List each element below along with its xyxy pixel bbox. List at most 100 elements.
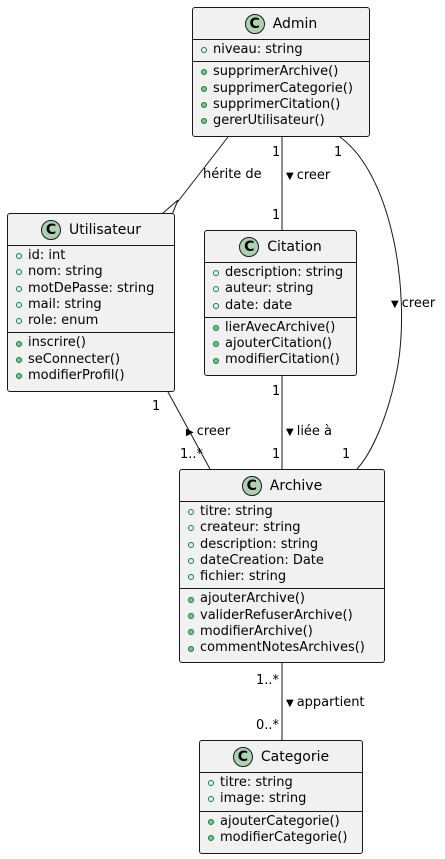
attribute: titre: string bbox=[180, 504, 384, 520]
class-utilisateur[interactable]: C Utilisateur id: int nom: string motDeP… bbox=[7, 213, 175, 392]
public-method-icon bbox=[188, 612, 194, 619]
operation: ajouterArchive() bbox=[180, 591, 384, 607]
direction-arrow-icon: ▶ bbox=[186, 427, 194, 438]
public-field-icon bbox=[213, 270, 219, 277]
operations-section: lierAvecArchive() ajouterCitation() modi… bbox=[205, 316, 356, 372]
class-header: C Categorie bbox=[200, 741, 362, 773]
edge-inherit bbox=[175, 136, 229, 205]
public-method-icon bbox=[188, 629, 194, 636]
public-field-icon bbox=[213, 302, 219, 309]
class-name: Citation bbox=[267, 238, 322, 255]
operation: ajouterCategorie() bbox=[200, 814, 362, 830]
label-admin-citation: ▼creer bbox=[286, 168, 331, 183]
class-name: Archive bbox=[269, 477, 323, 494]
class-header: C Archive bbox=[180, 470, 384, 502]
class-header: C Admin bbox=[193, 8, 369, 40]
mult-admin-citation-from: 1 bbox=[272, 145, 281, 160]
mult-admin-citation-to: 1 bbox=[272, 208, 281, 223]
class-header: C Utilisateur bbox=[8, 214, 174, 246]
class-c-icon: C bbox=[241, 475, 262, 496]
class-c-icon: C bbox=[239, 236, 260, 257]
public-method-icon bbox=[188, 645, 194, 652]
operations-section: ajouterCategorie() modifierCategorie() bbox=[200, 810, 362, 850]
operation: ajouterCitation() bbox=[205, 336, 356, 352]
public-field-icon bbox=[16, 253, 22, 260]
mult-utilisateur-archive-to: 1..* bbox=[180, 447, 204, 462]
edge-admin-archive bbox=[339, 136, 403, 470]
public-method-icon bbox=[201, 102, 207, 109]
public-method-icon bbox=[208, 818, 214, 825]
attribute: createur: string bbox=[180, 520, 384, 536]
operation: modifierArchive() bbox=[180, 624, 384, 640]
direction-arrow-icon: ▼ bbox=[286, 427, 294, 438]
public-method-icon bbox=[201, 69, 207, 76]
label-inherit: hérite de bbox=[203, 167, 262, 182]
attributes-section: description: string auteur: string date:… bbox=[205, 263, 356, 317]
label-admin-archive: ▼creer bbox=[391, 296, 436, 311]
public-method-icon bbox=[213, 357, 219, 364]
class-categorie[interactable]: C Categorie titre: string image: string … bbox=[199, 740, 363, 854]
public-method-icon bbox=[16, 373, 22, 380]
mult-citation-archive-to: 1 bbox=[272, 447, 281, 462]
operation: modifierProfil() bbox=[8, 368, 174, 384]
operation: supprimerArchive() bbox=[193, 64, 369, 80]
public-field-icon bbox=[16, 302, 22, 309]
attribute: nom: string bbox=[8, 264, 174, 280]
attribute: mail: string bbox=[8, 297, 174, 313]
attribute: description: string bbox=[205, 265, 356, 281]
direction-arrow-icon: ▼ bbox=[286, 171, 294, 182]
class-citation[interactable]: C Citation description: string auteur: s… bbox=[204, 230, 357, 376]
public-method-icon bbox=[213, 341, 219, 348]
class-archive[interactable]: C Archive titre: string createur: string… bbox=[179, 469, 385, 663]
mult-admin-archive-to: 1 bbox=[342, 447, 351, 462]
operation: inscrire() bbox=[8, 335, 174, 351]
attributes-section: id: int nom: string motDePasse: string m… bbox=[8, 246, 174, 332]
attribute: dateCreation: Date bbox=[180, 553, 384, 569]
public-field-icon bbox=[188, 574, 194, 581]
public-method-icon bbox=[213, 325, 219, 332]
operation: lierAvecArchive() bbox=[205, 320, 356, 336]
direction-arrow-icon: ▼ bbox=[391, 299, 399, 310]
operation: commentNotesArchives() bbox=[180, 640, 384, 656]
class-admin[interactable]: C Admin niveau: string supprimerArchive(… bbox=[192, 7, 370, 137]
class-c-icon: C bbox=[244, 13, 265, 34]
public-method-icon bbox=[16, 340, 22, 347]
operation: validerRefuserArchive() bbox=[180, 608, 384, 624]
attribute: auteur: string bbox=[205, 281, 356, 297]
public-field-icon bbox=[213, 286, 219, 293]
class-name: Categorie bbox=[260, 748, 330, 765]
public-method-icon bbox=[208, 835, 214, 842]
attribute: titre: string bbox=[200, 775, 362, 791]
attributes-section: titre: string image: string bbox=[200, 773, 362, 811]
mult-citation-archive-from: 1 bbox=[272, 384, 281, 399]
attribute: fichier: string bbox=[180, 569, 384, 585]
mult-archive-categorie-from: 1..* bbox=[256, 673, 280, 688]
direction-arrow-icon: ▼ bbox=[286, 698, 294, 709]
attributes-section: niveau: string bbox=[193, 40, 369, 61]
label-archive-categorie: ▼appartient bbox=[286, 695, 365, 710]
public-field-icon bbox=[16, 285, 22, 292]
public-method-icon bbox=[188, 596, 194, 603]
public-field-icon bbox=[188, 525, 194, 532]
edge-utilisateur-archive bbox=[167, 391, 211, 470]
operations-section: supprimerArchive() supprimerCategorie() … bbox=[193, 61, 369, 132]
public-field-icon bbox=[16, 269, 22, 276]
label-utilisateur-archive: ▶creer bbox=[186, 424, 231, 439]
mult-archive-categorie-to: 0..* bbox=[256, 718, 280, 733]
operation: modifierCategorie() bbox=[200, 830, 362, 846]
attribute: motDePasse: string bbox=[8, 281, 174, 297]
attribute: image: string bbox=[200, 791, 362, 807]
attribute: date: date bbox=[205, 298, 356, 314]
operation: supprimerCitation() bbox=[193, 97, 369, 113]
public-method-icon bbox=[201, 85, 207, 92]
attributes-section: titre: string createur: string descripti… bbox=[180, 502, 384, 588]
operations-section: ajouterArchive() validerRefuserArchive()… bbox=[180, 588, 384, 659]
mult-admin-archive-from: 1 bbox=[334, 145, 343, 160]
attribute: description: string bbox=[180, 537, 384, 553]
public-method-icon bbox=[16, 356, 22, 363]
public-field-icon bbox=[188, 509, 194, 516]
operations-section: inscrire() seConnecter() modifierProfil(… bbox=[8, 332, 174, 387]
attribute: niveau: string bbox=[193, 42, 369, 58]
attribute: role: enum bbox=[8, 313, 174, 329]
